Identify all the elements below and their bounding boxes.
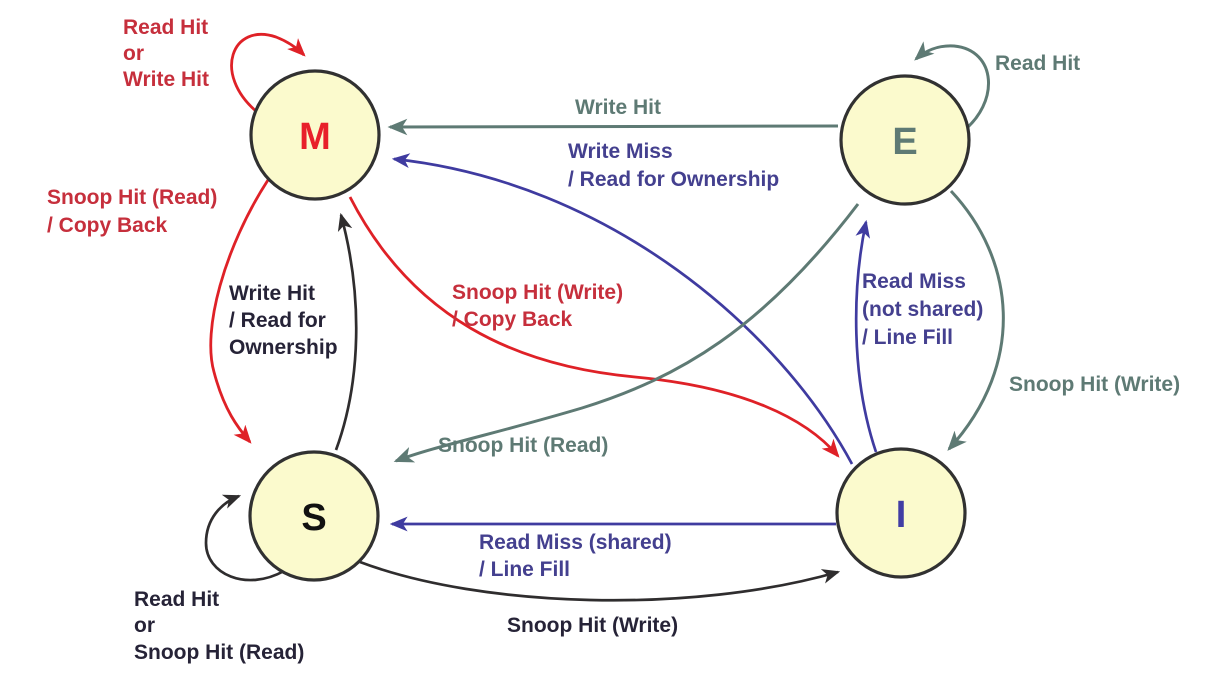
label-line: Read Hit: [134, 588, 219, 611]
label-line: Snoop Hit (Write): [452, 281, 623, 304]
label-line: / Read for: [229, 309, 326, 332]
label-m-to-s: Snoop Hit (Read) / Copy Back: [47, 186, 217, 237]
arrow-m-to-s: [209, 179, 270, 444]
label-m-to-i: Snoop Hit (Write) / Copy Back: [452, 281, 623, 331]
state-i-label: I: [896, 494, 907, 536]
transition-arrows: [204, 33, 1005, 602]
label-line: Snoop Hit (Write): [507, 614, 678, 637]
state-nodes: M E S I: [248, 69, 971, 582]
label-line: Read Hit: [123, 16, 208, 39]
label-line: / Line Fill: [479, 558, 570, 581]
label-line: or: [123, 42, 144, 65]
label-m-self-loop: Read Hit or Write Hit: [123, 16, 209, 91]
label-line: Write Miss: [568, 140, 673, 163]
arrow-i-to-e: [854, 219, 878, 453]
state-m-circle: [249, 69, 381, 201]
label-s-self-loop: Read Hit or Snoop Hit (Read): [134, 588, 304, 664]
arrow-m-to-i: [348, 196, 840, 458]
arrow-i-to-m: [391, 153, 854, 465]
label-line: / Copy Back: [47, 214, 168, 237]
label-line: (not shared): [862, 298, 983, 321]
label-line: Read Hit: [995, 52, 1080, 75]
label-line: or: [134, 614, 155, 637]
label-e-to-i: Snoop Hit (Write): [1009, 373, 1180, 396]
arrow-s-to-i: [359, 560, 841, 602]
arrow-s-self-loop: [204, 494, 285, 582]
label-line: Read Miss (shared): [479, 531, 672, 554]
label-line: / Copy Back: [452, 308, 573, 331]
state-m-label: M: [299, 116, 331, 158]
label-line: Read Miss: [862, 270, 966, 293]
label-line: Snoop Hit (Read): [47, 186, 217, 209]
transition-labels: Read Hit or Write Hit Read Hit Write Hit…: [47, 16, 1180, 664]
label-line: Write Hit: [229, 282, 315, 305]
label-s-to-m: Write Hit / Read for Ownership: [229, 282, 338, 359]
label-line: Ownership: [229, 336, 338, 359]
label-i-to-e: Read Miss (not shared) / Line Fill: [862, 270, 983, 349]
label-i-to-m: Write Miss / Read for Ownership: [568, 140, 779, 191]
arrow-m-self-loop: [230, 33, 306, 114]
label-line: Write Hit: [575, 96, 661, 119]
label-line: Snoop Hit (Read): [134, 641, 304, 664]
state-e-label: E: [892, 121, 917, 163]
label-line: Snoop Hit (Write): [1009, 373, 1180, 396]
state-s-circle: [248, 450, 380, 582]
label-line: Write Hit: [123, 68, 209, 91]
label-line: / Read for Ownership: [568, 168, 779, 191]
label-s-to-i: Snoop Hit (Write): [507, 614, 678, 637]
arrow-e-to-s: [393, 203, 860, 463]
arrow-e-to-m: [387, 118, 839, 136]
state-i-circle: [835, 447, 967, 579]
arrow-e-to-i: [947, 189, 1005, 451]
arrow-e-self-loop: [914, 41, 991, 134]
state-s-label: S: [301, 497, 326, 539]
label-e-to-s: Snoop Hit (Read): [438, 434, 608, 457]
label-line: / Line Fill: [862, 326, 953, 349]
arrow-s-to-m: [334, 212, 358, 451]
label-e-to-m: Write Hit: [575, 96, 661, 119]
label-i-to-s: Read Miss (shared) / Line Fill: [479, 531, 672, 581]
label-line: Snoop Hit (Read): [438, 434, 608, 457]
label-e-self-loop: Read Hit: [995, 52, 1080, 75]
state-e-circle: [839, 74, 971, 206]
